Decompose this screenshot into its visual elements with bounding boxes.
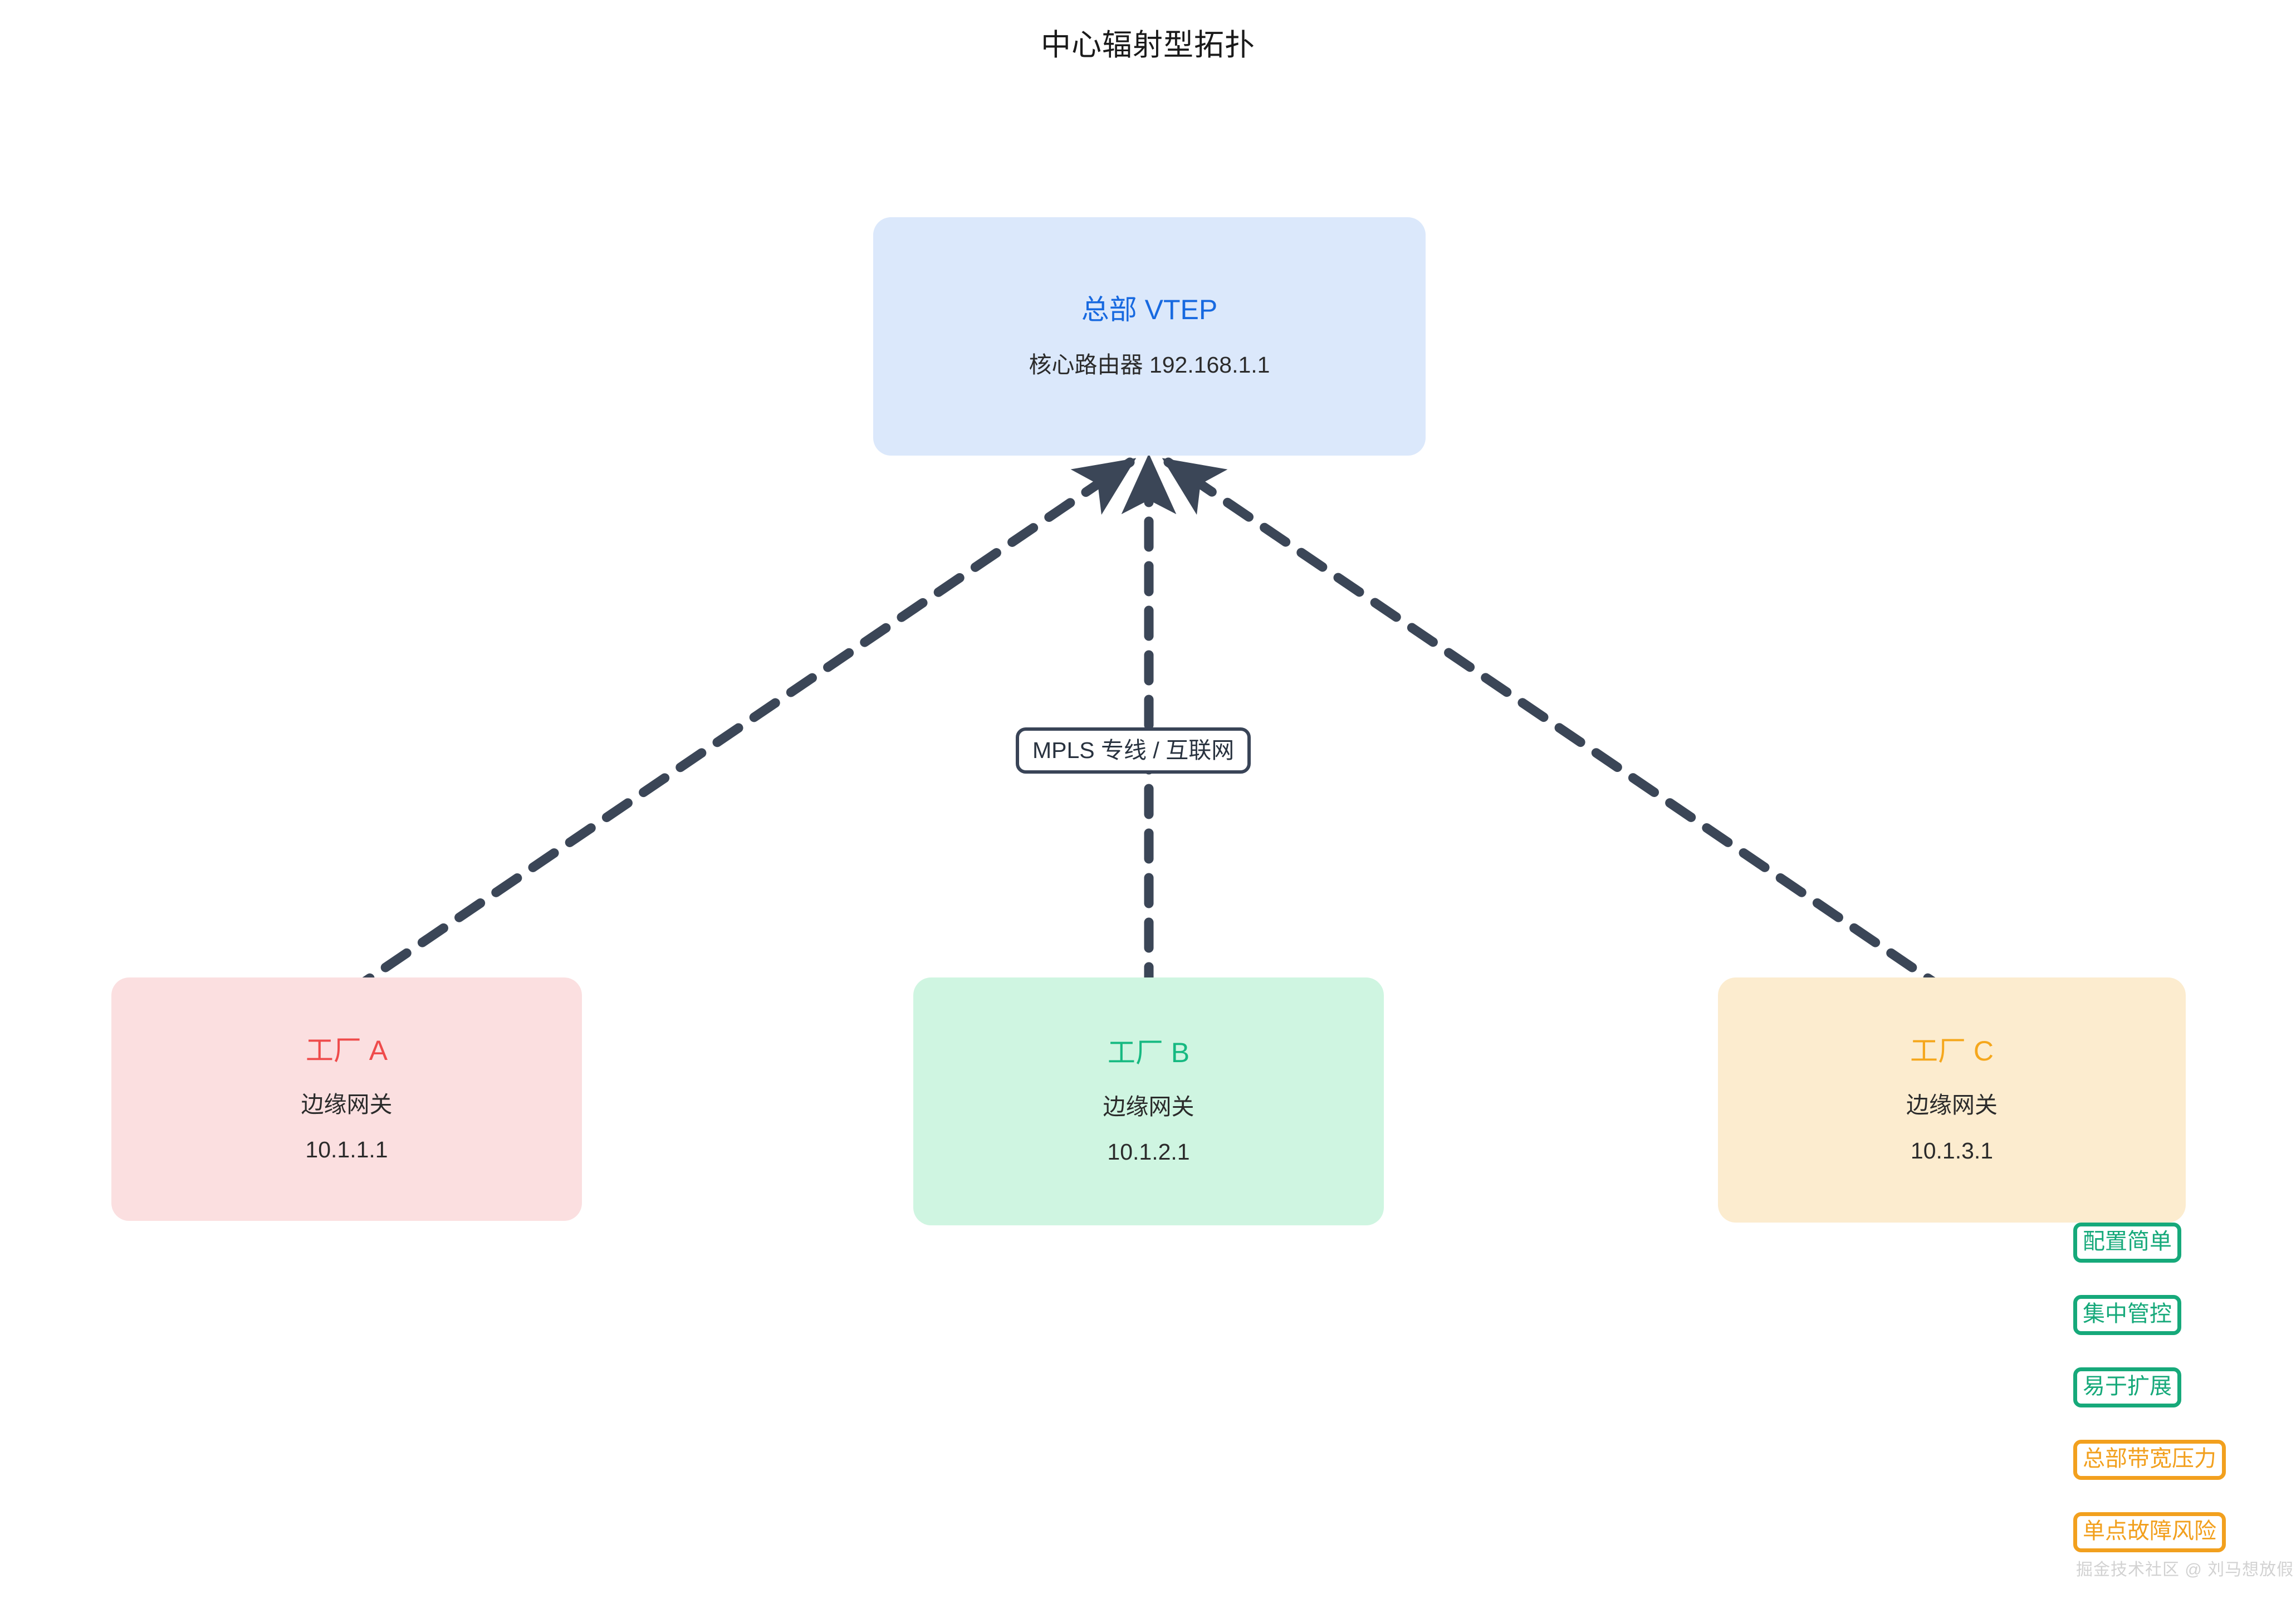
- badge-pro-simple-config: 配置简单: [2073, 1223, 2181, 1263]
- edge-factory-c-to-hub: [1162, 457, 1954, 998]
- badge-list: 配置简单 集中管控 易于扩展 总部带宽压力 单点故障风险: [2073, 1223, 2226, 1585]
- node-factory-a-ip: 10.1.1.1: [305, 1137, 388, 1162]
- page-title: 中心辐射型拓扑: [1041, 28, 1255, 62]
- node-factory-b-ip: 10.1.2.1: [1107, 1139, 1190, 1165]
- node-factory-a-title: 工厂 A: [305, 1034, 388, 1066]
- node-factory-b[interactable]: 工厂 B 边缘网关 10.1.2.1: [913, 977, 1384, 1225]
- node-factory-b-title: 工厂 B: [1107, 1037, 1190, 1068]
- node-hub-vtep[interactable]: 总部 VTEP 核心路由器 192.168.1.1: [873, 217, 1426, 456]
- node-factory-a[interactable]: 工厂 A 边缘网关 10.1.1.1: [111, 977, 582, 1221]
- node-hub-detail: 核心路由器 192.168.1.1: [1029, 351, 1270, 378]
- node-factory-c-role: 边缘网关: [1906, 1092, 1998, 1118]
- node-factory-c-title: 工厂 C: [1910, 1035, 1994, 1067]
- edge-label-mpls: MPLS 专线 / 互联网: [1016, 727, 1251, 774]
- node-factory-c[interactable]: 工厂 C 边缘网关 10.1.3.1: [1718, 977, 2186, 1223]
- node-hub-title: 总部 VTEP: [1081, 294, 1218, 325]
- node-factory-c-ip: 10.1.3.1: [1910, 1137, 1994, 1164]
- watermark: 掘金技术社区 @ 刘马想放假: [2076, 1561, 2294, 1579]
- badge-con-single-point-failure: 单点故障风险: [2073, 1512, 2226, 1552]
- node-factory-a-role: 边缘网关: [301, 1091, 393, 1117]
- node-factory-b-role: 边缘网关: [1103, 1093, 1194, 1120]
- badge-pro-central-control: 集中管控: [2073, 1295, 2181, 1335]
- edge-factory-a-to-hub: [344, 457, 1137, 998]
- badge-con-hq-bandwidth-pressure: 总部带宽压力: [2073, 1440, 2226, 1480]
- badge-pro-easy-scaling: 易于扩展: [2073, 1367, 2181, 1407]
